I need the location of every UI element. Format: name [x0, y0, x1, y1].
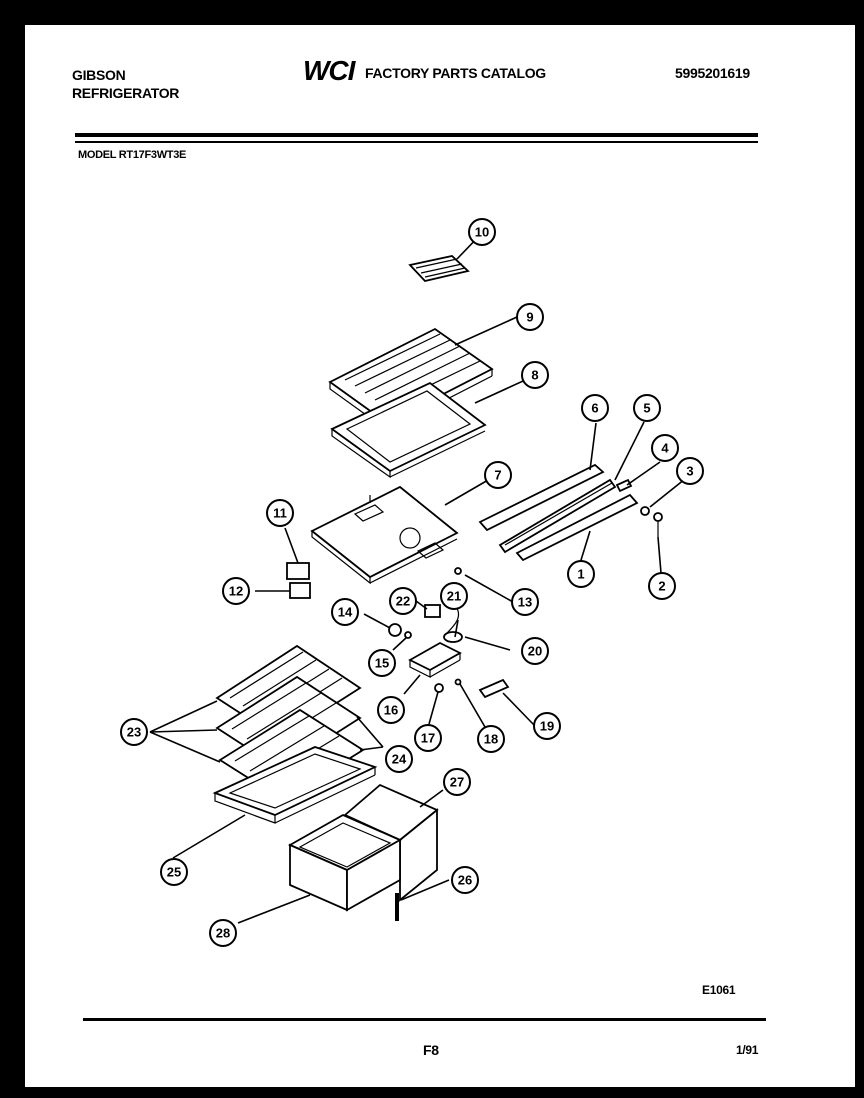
part-13-screw [454, 567, 462, 575]
svg-text:1: 1 [577, 567, 584, 582]
part-11-bracket [286, 562, 310, 580]
callout-21: 21 [440, 582, 468, 610]
callout-12: 12 [222, 577, 250, 605]
svg-text:22: 22 [396, 594, 410, 609]
svg-text:25: 25 [167, 865, 181, 880]
svg-text:3: 3 [686, 464, 693, 479]
catalog-title: FACTORY PARTS CATALOG [365, 65, 546, 81]
callout-16: 16 [377, 696, 405, 724]
callout-15: 15 [368, 649, 396, 677]
callout-7: 7 [484, 461, 512, 489]
callout-24: 24 [385, 745, 413, 773]
part-14-knob [388, 623, 402, 637]
header-rule-thick [75, 133, 758, 137]
part-1-rail [515, 493, 639, 562]
callout-23: 23 [120, 718, 148, 746]
svg-text:15: 15 [375, 656, 389, 671]
svg-text:17: 17 [421, 731, 435, 746]
svg-text:27: 27 [450, 775, 464, 790]
diagram-id: E1061 [702, 983, 736, 997]
callout-9: 9 [516, 303, 544, 331]
svg-text:5: 5 [643, 401, 650, 416]
callout-8: 8 [521, 361, 549, 389]
callout-3: 3 [676, 457, 704, 485]
part-4-clip [615, 478, 633, 493]
part-2-screw [653, 512, 663, 537]
part-27-crisper-drawer [343, 783, 439, 902]
svg-text:8: 8 [531, 368, 538, 383]
svg-text:9: 9 [526, 310, 533, 325]
header-rule-thin [75, 141, 758, 143]
part-7-control-tray [310, 485, 459, 585]
callout-1: 1 [567, 560, 595, 588]
exploded-parts-diagram: 10 9 8 7 6 5 4 3 1 2 11 12 13 14 22 21 1… [120, 218, 704, 947]
brand-name: GIBSON [72, 67, 126, 83]
model-number: MODEL RT17F3WT3E [78, 149, 187, 161]
footer-rule [83, 1018, 766, 1021]
svg-text:2: 2 [658, 579, 665, 594]
parts-catalog-sheet: GIBSON REFRIGERATOR WCI FACTORY PARTS CA… [25, 25, 855, 1087]
svg-text:18: 18 [484, 732, 498, 747]
svg-text:14: 14 [338, 605, 353, 620]
part-16-housing [408, 641, 462, 678]
part-12-bracket [289, 582, 311, 599]
product-type: REFRIGERATOR [72, 85, 180, 101]
svg-text:19: 19 [540, 719, 554, 734]
page-date: 1/91 [736, 1043, 759, 1057]
part-8-shelf-frame [330, 381, 487, 479]
svg-text:6: 6 [591, 401, 598, 416]
callout-28: 28 [209, 919, 237, 947]
svg-text:23: 23 [127, 725, 141, 740]
svg-text:7: 7 [494, 468, 501, 483]
callout-25: 25 [160, 858, 188, 886]
part-5-rail [498, 478, 617, 554]
callout-13: 13 [511, 588, 539, 616]
callout-17: 17 [414, 724, 442, 752]
svg-text:20: 20 [528, 644, 542, 659]
svg-text:28: 28 [216, 926, 230, 941]
callout-18: 18 [477, 725, 505, 753]
callout-10: 10 [468, 218, 496, 246]
svg-text:16: 16 [384, 703, 398, 718]
part-28-crisper-drawer [287, 813, 403, 912]
svg-text:12: 12 [229, 584, 243, 599]
part-6-rail [478, 463, 605, 532]
brand-block: GIBSON REFRIGERATOR [72, 66, 179, 102]
part-3-screw [640, 506, 650, 516]
callout-6: 6 [581, 394, 609, 422]
part-25-crisper-cover [212, 746, 378, 824]
wci-logo: WCI [303, 55, 355, 86]
svg-text:26: 26 [458, 873, 472, 888]
part-10-grille [408, 255, 470, 282]
callout-26: 26 [451, 866, 479, 894]
callout-19: 19 [533, 712, 561, 740]
svg-text:10: 10 [475, 225, 489, 240]
svg-text:21: 21 [447, 589, 461, 604]
part-20-cover [443, 631, 463, 643]
callout-27: 27 [443, 768, 471, 796]
part-17-grommet [434, 683, 444, 693]
svg-text:24: 24 [392, 752, 407, 767]
svg-text:13: 13 [518, 595, 532, 610]
callout-4: 4 [651, 434, 679, 462]
callout-11: 11 [266, 499, 294, 527]
callout-14: 14 [331, 598, 359, 626]
catalog-number: 5995201619 [675, 65, 750, 81]
callout-22: 22 [389, 587, 417, 615]
svg-text:11: 11 [273, 506, 287, 521]
callout-20: 20 [521, 637, 549, 665]
callout-5: 5 [633, 394, 661, 422]
part-19-plate [478, 678, 510, 699]
svg-text:4: 4 [661, 441, 669, 456]
part-18-screw [454, 678, 462, 686]
page-code: F8 [423, 1042, 439, 1058]
part-22-knob [424, 604, 441, 618]
callout-2: 2 [648, 572, 676, 600]
